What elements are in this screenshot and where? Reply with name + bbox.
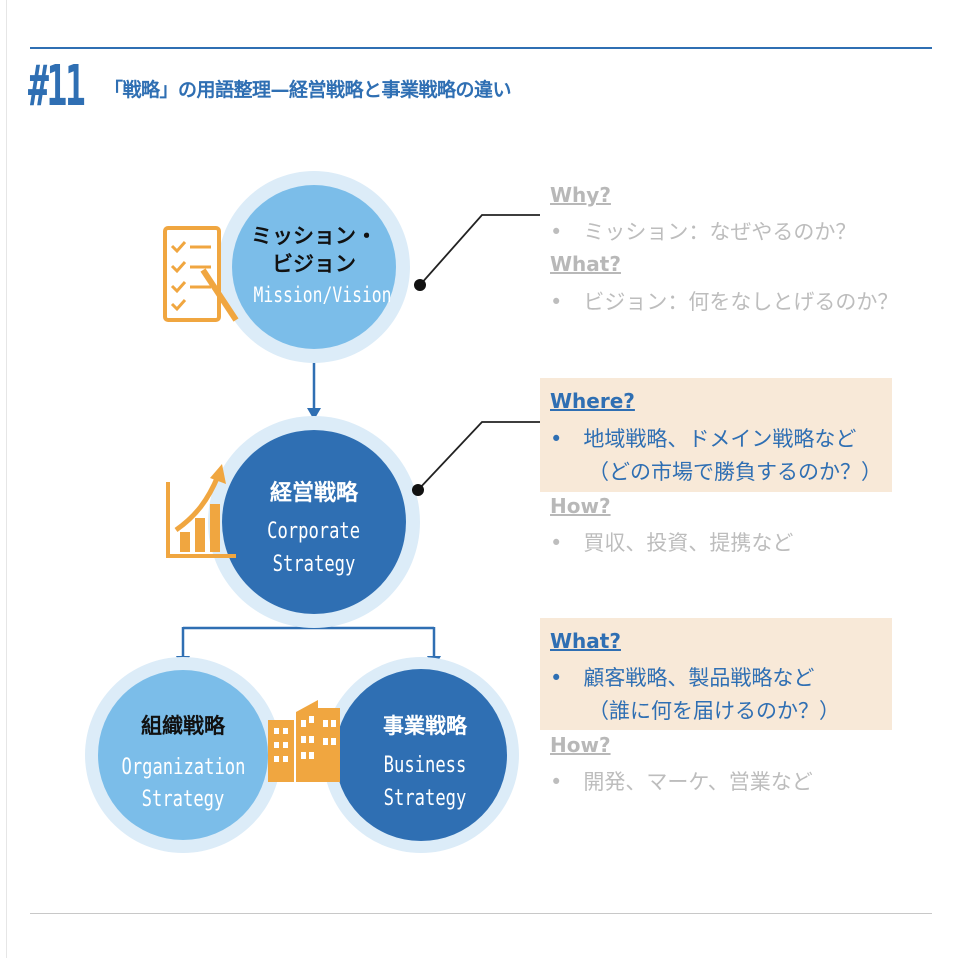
checklist-icon — [163, 226, 239, 322]
corporate-where-bullet: • 地域戦略、ドメイン戦略など — [550, 427, 857, 451]
slide-number: #11 — [28, 54, 86, 119]
business-what-subtext: （誰に何を届けるのか？） — [588, 699, 840, 723]
business-highlight-box — [540, 618, 892, 730]
corporate-highlight-box — [540, 378, 892, 492]
corporate-where-subtext: （どの市場で勝負するのか？） — [588, 460, 882, 484]
mission-vision-label: ミッション・ ビジョン Mission/Vision — [234, 222, 394, 314]
mission-what-bullet: • ビジョン：何をなしとげるのか？ — [550, 290, 899, 314]
header-rule — [30, 47, 932, 49]
organization-en-line2: Strategy — [141, 787, 225, 812]
corporate-where-heading: Where? — [550, 389, 635, 413]
mission-en-label: Mission/Vision — [253, 283, 392, 307]
corporate-en-line1: Corporate — [267, 519, 361, 544]
mission-why-bullet: • ミッション：なぜやるのか？ — [550, 220, 857, 244]
organization-en-line1: Organization — [121, 755, 245, 780]
business-jp: 事業戦略 — [383, 714, 467, 738]
corporate-how-bullet: • 買収、投資、提携など — [550, 531, 794, 555]
organization-jp: 組織戦略 — [141, 714, 225, 738]
corporate-en-line2: Strategy — [272, 552, 356, 577]
business-what-heading: What? — [550, 629, 621, 653]
mission-vision-circle — [218, 171, 410, 363]
callout-leader-mission — [414, 214, 540, 291]
page-edge — [6, 0, 7, 958]
callout-leader-corporate — [412, 421, 540, 496]
mission-jp-line2: ビジョン — [272, 252, 356, 276]
footer-rule — [30, 913, 932, 914]
corporate-how-heading: How? — [550, 494, 611, 518]
business-what-bullet: • 顧客戦略、製品戦略など — [550, 666, 815, 690]
corporate-strategy-circle — [208, 416, 420, 628]
buildings-icon — [268, 700, 340, 782]
corporate-strategy-label: 経営戦略 Corporate Strategy — [234, 478, 394, 582]
business-how-heading: How? — [550, 733, 611, 757]
page-title: 「戦略」の用語整理—経営戦略と事業戦略の違い — [104, 79, 512, 101]
business-en-line1: Business — [383, 753, 467, 778]
growth-chart-icon — [166, 464, 236, 558]
business-en-line2: Strategy — [383, 786, 467, 811]
business-how-bullet: • 開発、マーケ、営業など — [550, 770, 813, 794]
business-strategy-label: 事業戦略 Business Strategy — [345, 710, 505, 816]
corporate-jp: 経営戦略 — [269, 481, 358, 506]
mission-why-heading: Why? — [550, 183, 611, 207]
business-strategy-circle — [323, 657, 519, 853]
mission-what-heading: What? — [550, 252, 621, 276]
organization-strategy-label: 組織戦略 Organization Strategy — [103, 710, 263, 816]
mission-jp-line1: ミッション・ — [251, 224, 377, 248]
organization-strategy-circle — [85, 657, 281, 853]
